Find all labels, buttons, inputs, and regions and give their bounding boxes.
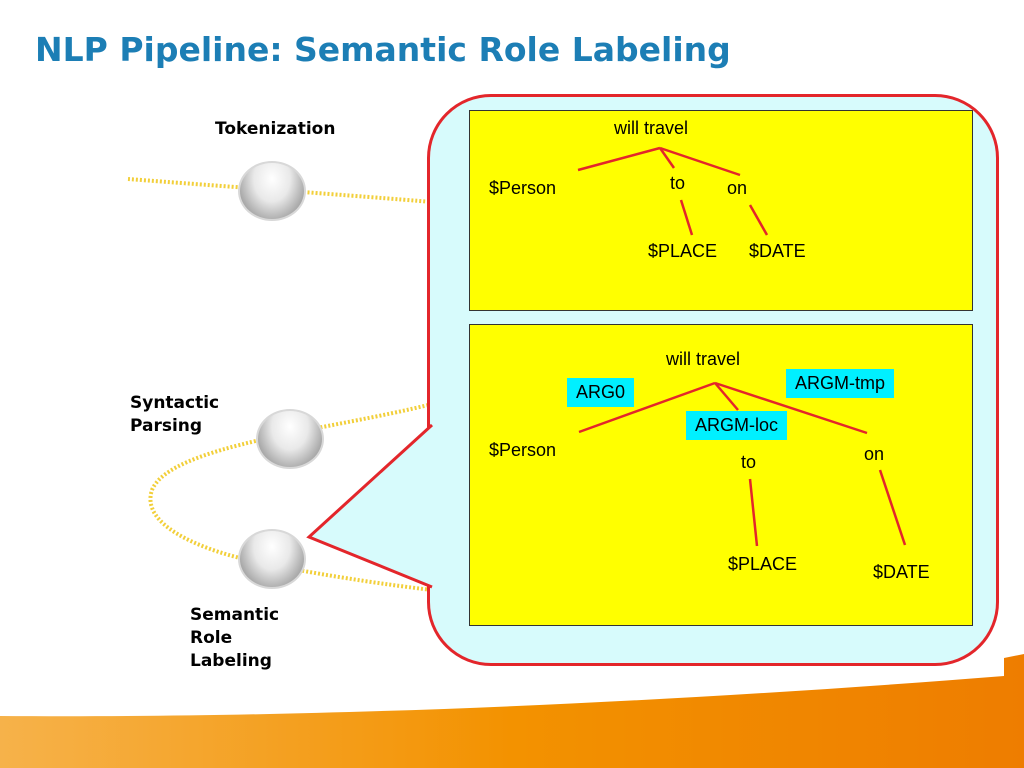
role-label-argm-tmp: ARGM-tmp (786, 369, 894, 398)
pipeline-chain (148, 402, 433, 592)
srl-edge-to (714, 382, 739, 411)
syntax-edge-to (658, 147, 676, 169)
srl-prep-to: to (741, 452, 757, 472)
syntax-tree-panel (469, 110, 973, 311)
stage-label-syntactic-parsing: Syntactic Parsing (130, 393, 220, 436)
syntactic-parsing-node[interactable] (256, 409, 324, 469)
syntax-place: $PLACE (648, 241, 718, 261)
stage-label-semantic-role-labeling: Semantic Role Labeling (190, 605, 280, 671)
syntax-root: will travel (614, 118, 689, 138)
syntax-edge-on (659, 146, 741, 177)
srl-edge-on (714, 381, 868, 435)
syntax-edge-date (748, 204, 769, 236)
srl-subject: $Person (489, 440, 557, 460)
role-label-argm-loc: ARGM-loc (686, 411, 788, 440)
role-label-arg0: ARG0 (567, 378, 635, 407)
syntax-edge-place (679, 199, 694, 236)
pipeline-chain (127, 177, 433, 204)
syntax-prep-on: on (727, 178, 748, 198)
stage-label-tokenization: Tokenization (215, 119, 336, 139)
tokenization-node[interactable] (238, 161, 306, 221)
srl-date: $DATE (873, 562, 930, 582)
srl-place: $PLACE (728, 554, 798, 574)
srl-edge-date (878, 469, 907, 546)
srl-prep-on: on (864, 444, 885, 464)
semantic-role-labeling-node[interactable] (238, 529, 306, 589)
srl-edge-subject (578, 381, 716, 434)
footer-band (0, 654, 1024, 768)
syntax-edge-subject (577, 146, 661, 172)
srl-edge-place (748, 478, 759, 547)
syntax-date: $DATE (749, 241, 806, 261)
srl-root: will travel (666, 349, 741, 369)
syntax-subject: $Person (489, 178, 557, 198)
syntax-prep-to: to (670, 173, 686, 193)
page-title: NLP Pipeline: Semantic Role Labeling (35, 30, 731, 69)
